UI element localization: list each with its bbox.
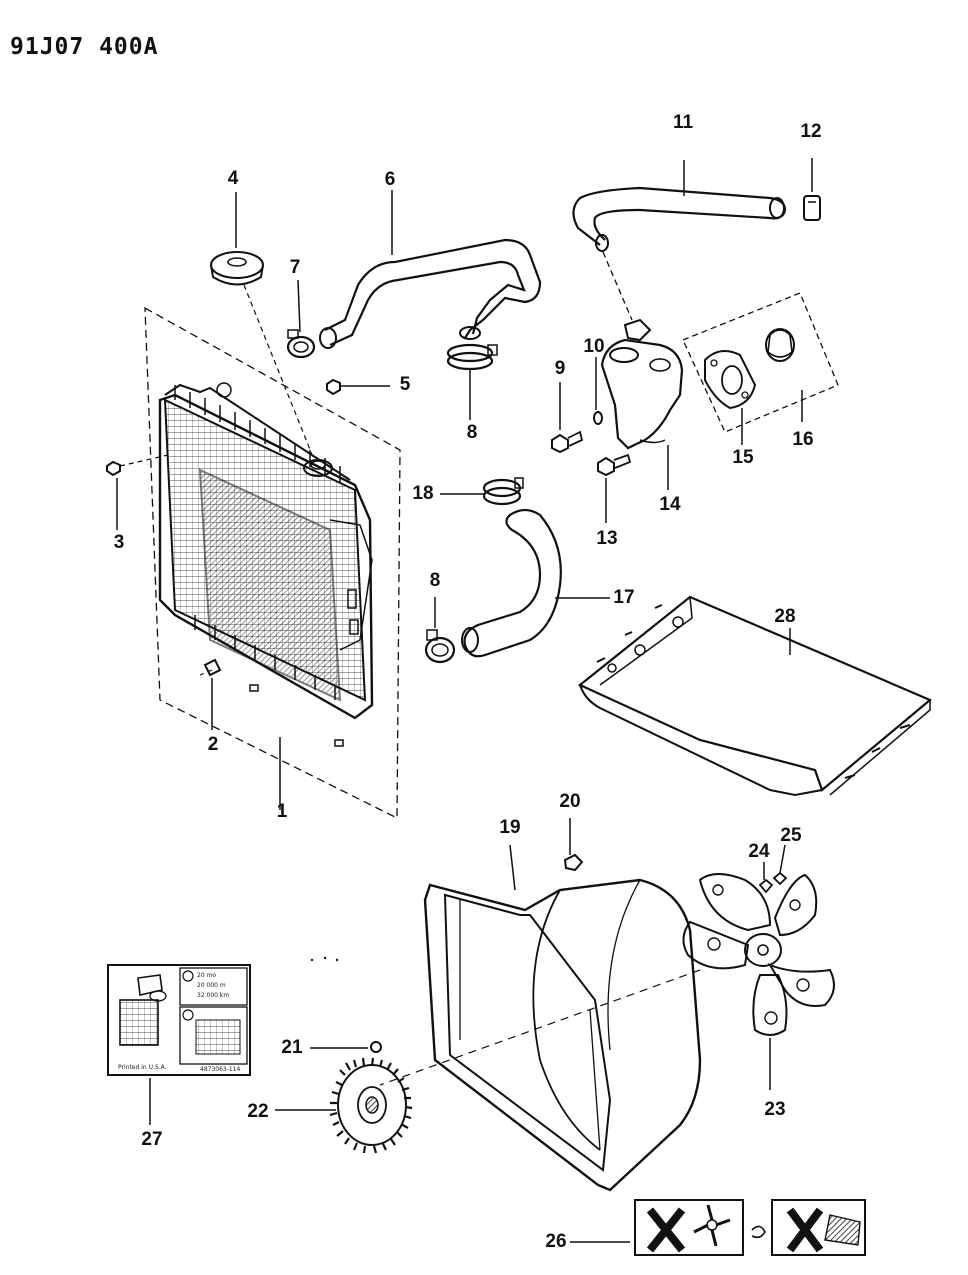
label-27-part-no: 4873063-114	[200, 1066, 241, 1073]
callout-14: 14	[659, 494, 681, 515]
cooling-fan-23	[379, 873, 835, 1090]
bypass-hose	[572, 186, 787, 246]
fan-bolt-washer	[758, 844, 788, 894]
callout-1: 1	[276, 801, 288, 822]
caution-label-27	[107, 964, 251, 1125]
bolt-5	[326, 378, 390, 396]
callout-11: 11	[672, 112, 694, 133]
callout-16: 16	[792, 429, 814, 450]
callout-13: 13	[596, 528, 618, 549]
callout-9: 9	[554, 358, 566, 379]
hose-clamp-7	[286, 329, 316, 359]
callout-20: 20	[559, 791, 581, 812]
bolt-13	[597, 453, 632, 523]
radiator-cap	[210, 251, 316, 463]
clamp-12	[803, 158, 821, 221]
bolt-20	[563, 818, 584, 872]
callout-21: 21	[281, 1037, 303, 1058]
callout-4: 4	[227, 168, 239, 189]
hose-clamp-8-upper	[446, 343, 498, 371]
callout-12: 12	[800, 121, 822, 142]
callout-27: 27	[141, 1129, 163, 1150]
thermostat-kit	[682, 292, 839, 445]
hose-clamp-8-lower	[424, 597, 456, 664]
callout-8-lower: 8	[429, 570, 441, 591]
callout-23: 23	[764, 1099, 786, 1120]
label-27-line1: 20 mo	[197, 972, 217, 979]
fan-shroud-19	[423, 844, 702, 1192]
callout-5: 5	[399, 374, 411, 395]
drain-cock-2	[199, 658, 344, 810]
callout-28: 28	[774, 606, 796, 627]
callout-15: 15	[732, 447, 754, 468]
hose-clamp-18	[440, 477, 524, 506]
callout-25: 25	[780, 825, 802, 846]
lower-hose	[463, 508, 562, 658]
bolt-3	[106, 454, 169, 530]
callout-26: 26	[545, 1231, 567, 1252]
label-27-line2: 20 000 m	[197, 982, 226, 989]
label-27-made-in: Printed in U.S.A.	[118, 1064, 167, 1071]
callout-6: 6	[384, 169, 396, 190]
fan-warning-labels-26	[570, 1199, 866, 1256]
callout-24: 24	[748, 841, 770, 862]
upper-hose	[324, 238, 542, 347]
callout-17: 17	[613, 587, 635, 608]
callout-10: 10	[583, 336, 605, 357]
nut-21	[370, 1041, 382, 1053]
thermostat-housing	[600, 318, 684, 490]
bolt-9	[551, 382, 584, 454]
callout-18: 18	[412, 483, 434, 504]
callout-2: 2	[207, 734, 219, 755]
callout-8-upper: 8	[466, 422, 478, 443]
callout-7: 7	[289, 257, 301, 278]
callout-19: 19	[499, 817, 521, 838]
callout-3: 3	[113, 532, 125, 553]
washer-10	[593, 411, 603, 425]
label-27-line3: 32 000 km	[197, 992, 230, 999]
callout-22: 22	[247, 1101, 269, 1122]
diagram-code: 91J07 400A	[10, 34, 159, 60]
radiator	[144, 306, 401, 820]
fan-clutch-22	[275, 1057, 413, 1154]
lower-shroud-28	[577, 595, 933, 797]
